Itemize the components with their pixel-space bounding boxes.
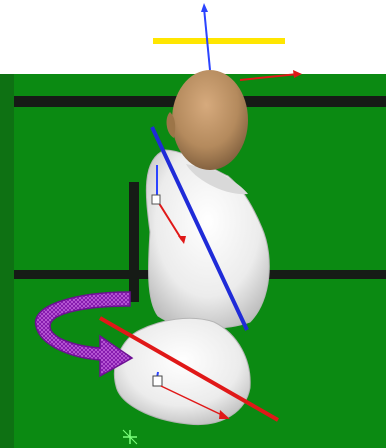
floor-shade: [0, 74, 14, 448]
floor-stripe-vertical: [129, 182, 139, 302]
figure-head: [172, 70, 248, 170]
axis-vertical-arrowhead: [201, 3, 208, 12]
pivot-gizmo-icon[interactable]: [153, 376, 162, 386]
shoulder-gizmo-icon[interactable]: [152, 195, 160, 204]
